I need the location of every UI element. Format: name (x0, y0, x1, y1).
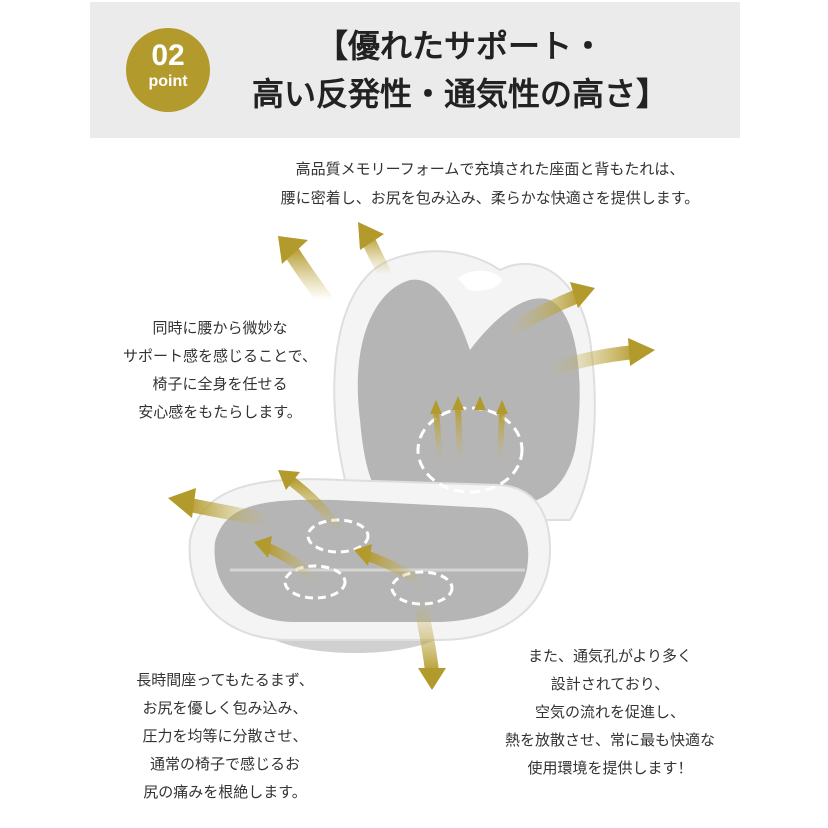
intro-line-1: 高品質メモリーフォームで充填された座面と背もたれは、 (295, 160, 685, 178)
arrow-down (413, 593, 439, 679)
note-line: 圧力を均等に分散させ、 (142, 727, 308, 745)
chair-illustration (168, 222, 655, 690)
vent-ring (390, 570, 454, 606)
badge-number: 02 (151, 39, 185, 72)
backrest-handle (458, 270, 502, 291)
note-line: 同時に腰から微妙な (152, 319, 288, 337)
arrowhead (254, 536, 272, 558)
note-pressure-relief: 長時間座ってもたるまず、 お尻を優しく包み込み、 圧力を均等に分散させ、 通常の… (90, 666, 360, 806)
arrow-small (263, 543, 320, 583)
intro-line-2: 腰に密着し、お尻を包み込み、柔らかな快適さを提供します。 (280, 189, 700, 207)
arrow-small (285, 475, 345, 537)
note-line: 安心感をもたらします。 (138, 403, 302, 421)
note-line: また、通気孔がより多く (528, 647, 692, 665)
vent-ring (283, 564, 347, 600)
headline-line-1: 【優れたサポート・ (315, 27, 604, 65)
vent-ring (416, 406, 524, 494)
arrow-left (183, 498, 277, 527)
arrowhead (570, 282, 595, 308)
note-line: 長時間座ってもたるまず、 (136, 671, 314, 689)
arrowhead (628, 338, 655, 366)
note-line: 椅子に全身を任せる (152, 375, 288, 393)
arrowhead (168, 488, 196, 518)
arrowhead (358, 222, 384, 250)
note-line: 尻の痛みを根絶します。 (143, 783, 307, 801)
arrow-right-lower (543, 345, 642, 377)
vent-arrows-back (430, 396, 508, 461)
arrowhead (354, 544, 372, 566)
note-lumbar-support: 同時に腰から微妙な サポート感を感じることで、 椅子に全身を任せる 安心感をもた… (90, 314, 350, 426)
arrow-small (363, 551, 427, 587)
note-line: 通常の椅子で感じるお (149, 755, 300, 773)
note-line: 設計されており、 (550, 675, 670, 693)
arrowhead (418, 668, 446, 690)
arrowhead (278, 236, 308, 264)
vent-ring (306, 518, 370, 554)
point-badge: 02 point (126, 28, 210, 112)
note-line: 使用環境を提供します！ (527, 759, 693, 777)
arrowhead (278, 470, 300, 490)
arrow-up-left (282, 242, 333, 308)
headline-line-2: 高い反発性・通気性の高さ】 (251, 75, 668, 113)
note-line: 熱を放散させ、常に最も快適な (504, 731, 715, 749)
backrest-cushion (357, 279, 580, 505)
note-line: お尻を優しく包み込み、 (142, 699, 308, 717)
arrow-right-upper (503, 288, 587, 337)
note-line: サポート感を感じることで、 (123, 347, 317, 365)
badge-word: point (148, 73, 188, 90)
note-line: 空気の流れを促進し、 (534, 703, 685, 721)
note-ventilation: また、通気孔がより多く 設計されており、 空気の流れを促進し、 熱を放散させ、常… (480, 642, 740, 782)
